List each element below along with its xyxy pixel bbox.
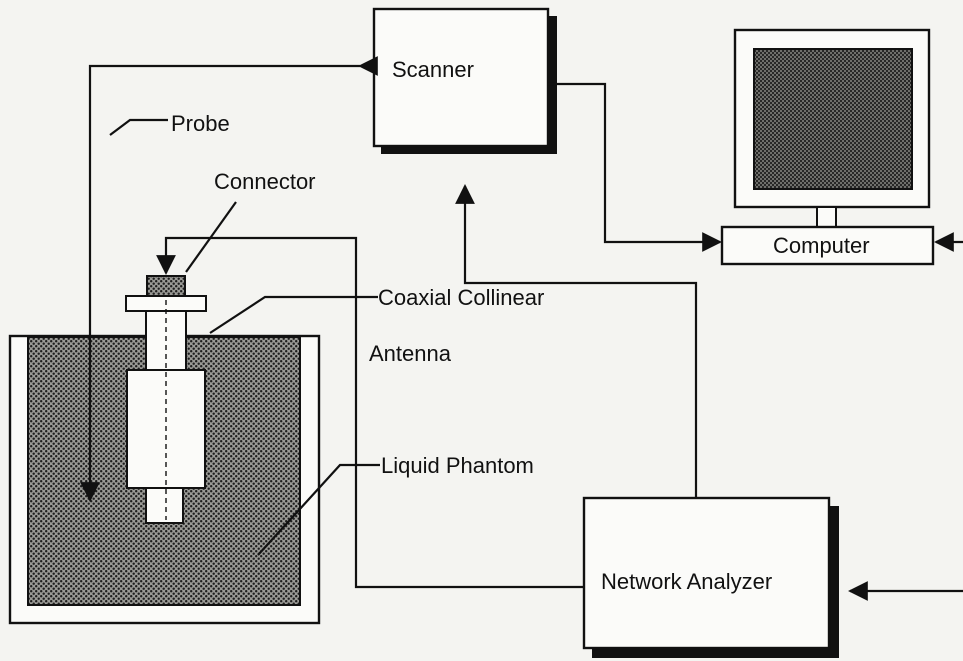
analyzer-connector-cable	[156, 236, 583, 589]
scanner-label: Scanner	[392, 57, 474, 82]
phantom-label: Liquid Phantom	[381, 453, 534, 478]
probe-label: Probe	[171, 111, 230, 136]
antenna-label-line2: Antenna	[369, 341, 452, 366]
coaxial-collinear-antenna	[125, 275, 207, 524]
scanner-box	[372, 7, 557, 154]
antenna-leader	[209, 295, 378, 334]
analyzer-scanner-line	[455, 184, 698, 497]
monitor-stand	[816, 206, 837, 228]
network-analyzer-box	[582, 496, 839, 658]
computer-box	[720, 225, 935, 266]
monitor-screen	[753, 48, 913, 190]
connector	[146, 275, 186, 298]
computer-monitor	[733, 28, 931, 228]
probe-line	[80, 56, 378, 502]
antenna-tip	[145, 487, 184, 524]
network-analyzer-label: Network Analyzer	[601, 569, 772, 594]
scanner-computer-line	[548, 82, 722, 252]
connector-leader	[185, 201, 237, 273]
computer-label: Computer	[773, 233, 870, 258]
phantom-leader	[257, 463, 380, 556]
antenna-label-line1: Coaxial Collinear	[378, 285, 544, 310]
probe-leader	[109, 118, 168, 136]
connector-label: Connector	[214, 169, 316, 194]
